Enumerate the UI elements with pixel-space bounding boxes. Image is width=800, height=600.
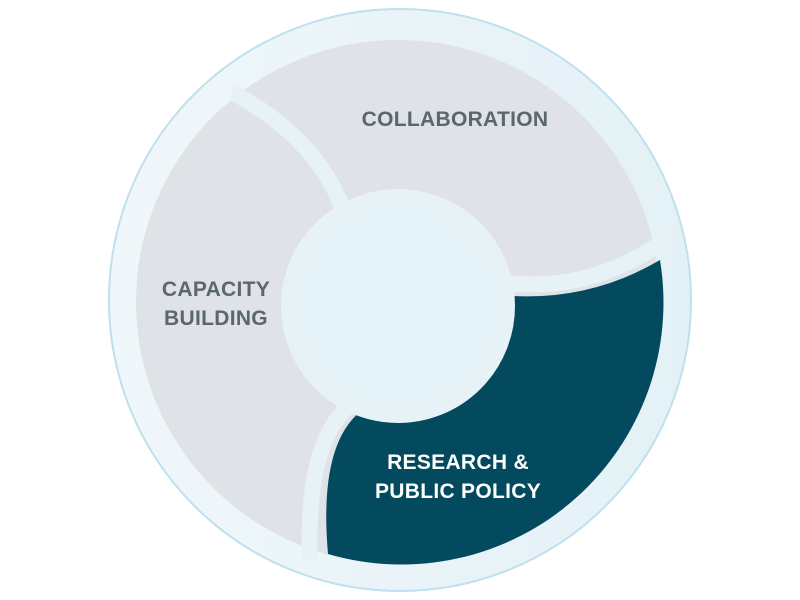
- segment-research-public-policy: [326, 260, 664, 565]
- label-collaboration: COLLABORATION: [330, 105, 580, 134]
- capacity-line1: CAPACITY: [161, 278, 271, 301]
- research-line1: RESEARCH &: [387, 451, 529, 474]
- research-line2: PUBLIC POLICY: [374, 480, 542, 503]
- center-circle: [281, 189, 515, 423]
- label-capacity-building: CAPACITY BUILDING: [116, 275, 316, 333]
- label-research-public-policy: RESEARCH & PUBLIC POLICY: [348, 448, 568, 506]
- separator-capacity-collaboration: [228, 84, 353, 218]
- collaboration-text: COLLABORATION: [361, 108, 549, 131]
- separator-collaboration-research: [498, 231, 673, 293]
- capacity-line2: BUILDING: [164, 307, 268, 330]
